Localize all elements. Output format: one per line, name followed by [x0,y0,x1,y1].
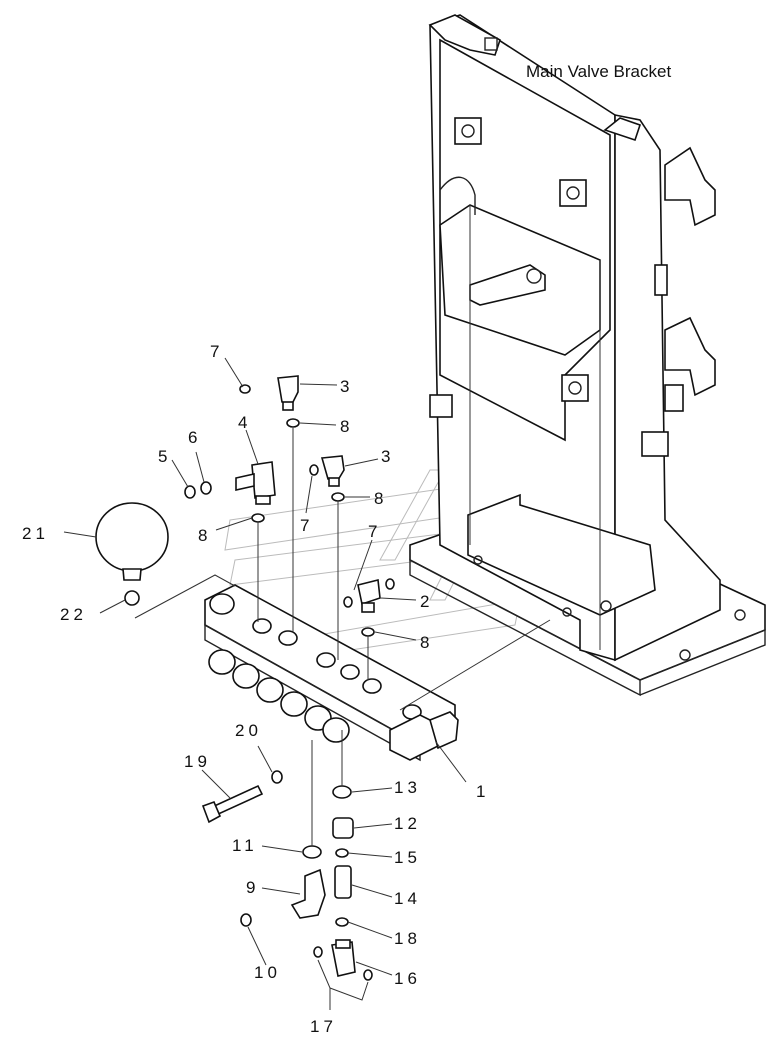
oring-5 [184,485,196,499]
callout-3a: 3 [340,377,353,396]
callout-3b: 3 [381,447,394,466]
callout-19: 19 [184,752,211,771]
elbow-3a [277,375,299,411]
oring-15 [335,848,349,858]
oring-13 [332,785,352,799]
plug-12 [332,817,354,839]
leader-lines [63,357,551,1010]
callout-8b: 8 [374,489,387,508]
callout-20: 20 [235,721,262,740]
callout-15: 15 [394,848,421,867]
callout-7b: 7 [300,516,313,535]
oring-10 [240,913,252,927]
accumulator [95,502,169,581]
oring-8c [251,513,265,523]
oring-17a [313,946,323,958]
oring-18 [335,917,349,927]
adapter-14 [334,865,352,899]
valve-cartridges [252,618,422,720]
callout-11: 11 [232,836,258,855]
elbow-3b [320,455,345,487]
oring-7b [309,464,319,476]
callout-8a: 8 [340,417,353,436]
callout-6: 6 [188,428,201,447]
oring-22 [124,590,140,606]
main-valve-bracket [409,14,766,697]
fitting-2 [357,579,381,613]
callout-4: 4 [238,413,251,432]
oring-6 [200,481,212,495]
callout-5: 5 [158,447,171,466]
washer-20 [271,770,283,784]
tee-16 [331,939,356,977]
callout-10: 10 [254,963,281,982]
oring-7c-right [385,578,395,590]
callout-12: 12 [394,814,421,833]
callout-18: 18 [394,929,421,948]
callout-7a: 7 [210,342,223,361]
callout-16: 16 [394,969,421,988]
callout-14: 14 [394,889,421,908]
callout-7c: 7 [368,522,381,541]
callout-9: 9 [246,878,259,897]
fitting-4 [235,461,276,505]
oring-8a [286,418,300,428]
oring-7c-left [343,596,353,608]
callout-8c: 8 [198,526,211,545]
callout-1: 1 [476,782,489,801]
callout-labels: 1 2 3 3 4 5 6 7 7 7 8 8 8 8 9 10 11 12 1… [22,342,489,1036]
callout-8d: 8 [420,633,433,652]
solenoid-coils [208,649,350,743]
oring-8b [331,492,345,502]
callout-17: 17 [310,1017,337,1036]
bolt-19 [201,784,264,824]
oring-11 [302,845,322,859]
oring-7a [239,384,251,394]
valve-block [204,584,459,762]
callout-22: 22 [60,605,87,624]
callout-21: 21 [22,524,49,543]
oring-17b [363,969,373,981]
bracket-title: Main Valve Bracket [526,62,671,81]
callout-2: 2 [420,592,433,611]
oring-8d [361,627,375,637]
callout-13: 13 [394,778,421,797]
elbow-9 [290,868,326,919]
